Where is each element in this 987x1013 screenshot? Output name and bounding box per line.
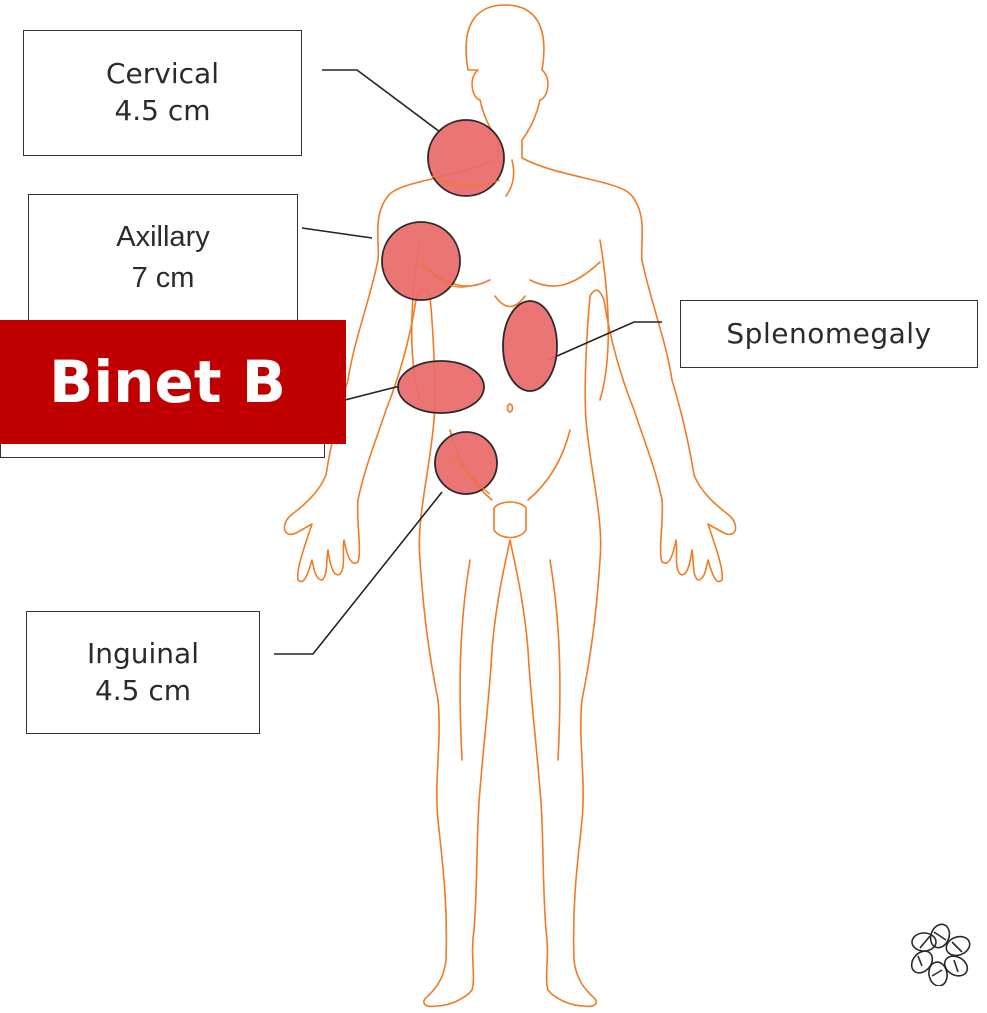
node-markers — [382, 120, 557, 494]
dna-ring-logo-icon — [908, 922, 972, 986]
cervical-connector — [322, 70, 440, 132]
axillary-node-marker — [382, 222, 460, 300]
inguinal-node-marker — [435, 432, 497, 494]
cervical-label-box: Cervical 4.5 cm — [23, 30, 302, 156]
splenomegaly-label-box: Splenomegaly — [680, 300, 978, 368]
abdominal-node-marker — [398, 361, 484, 413]
inguinal-size: 4.5 cm — [95, 673, 191, 710]
axillary-connector — [302, 228, 372, 238]
inguinal-name: Inguinal — [87, 636, 199, 673]
inguinal-label-box: Inguinal 4.5 cm — [26, 611, 260, 734]
cervical-name: Cervical — [106, 56, 219, 93]
axillary-label-box: Axillary 7 cm — [28, 194, 298, 322]
cervical-size: 4.5 cm — [114, 93, 210, 130]
body-outline — [284, 5, 735, 1006]
splenomegaly-name: Splenomegaly — [726, 316, 931, 353]
axillary-name: Axillary — [116, 217, 209, 258]
splenomegaly-connector — [548, 322, 662, 360]
spleen-marker — [503, 301, 557, 391]
binet-stage-text: Binet B — [49, 348, 286, 416]
binet-stage-banner: Binet B — [0, 320, 346, 444]
axillary-size: 7 cm — [132, 258, 195, 299]
